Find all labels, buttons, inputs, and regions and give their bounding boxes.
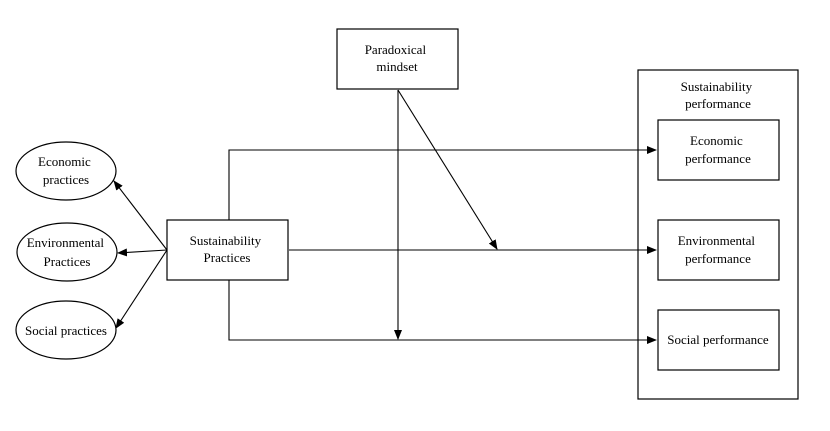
social-practices-ellipse	[15, 300, 117, 360]
sustainability-practices-label: Sustainability Practices	[190, 233, 265, 265]
economic-performance-label: Economic performance	[685, 133, 751, 166]
edge-mindset-moderates-environmental	[397, 89, 498, 250]
paradoxical-mindset-box	[336, 28, 459, 90]
paradoxical-mindset-label: Paradoxical mindset	[365, 42, 430, 74]
environmental-performance-label: Environmental performance	[678, 233, 759, 266]
social-practices-label: Social practices	[25, 323, 107, 338]
edge-practices-to-social-performance	[228, 280, 657, 344]
sustainability-performance-label: Sustainability performance	[681, 79, 756, 111]
edge-practices-to-economic-practices	[113, 180, 168, 251]
edges	[113, 89, 657, 344]
environmental-performance-box	[657, 219, 780, 281]
social-performance-label: Social performance	[667, 332, 769, 347]
environmental-practices-label: Environmental Practices	[27, 235, 108, 269]
sustainability-practices-box	[166, 219, 289, 281]
economic-practices-ellipse	[15, 141, 117, 201]
edge-practices-to-environmental-practices	[117, 248, 168, 257]
social-performance-box	[657, 309, 780, 371]
economic-performance-box	[657, 119, 780, 181]
environmental-practices-ellipse	[16, 222, 118, 282]
edge-practices-to-economic-performance	[228, 146, 657, 221]
edge-practices-to-social-practices	[115, 249, 168, 329]
economic-practices-label: Economic practices	[38, 154, 94, 187]
